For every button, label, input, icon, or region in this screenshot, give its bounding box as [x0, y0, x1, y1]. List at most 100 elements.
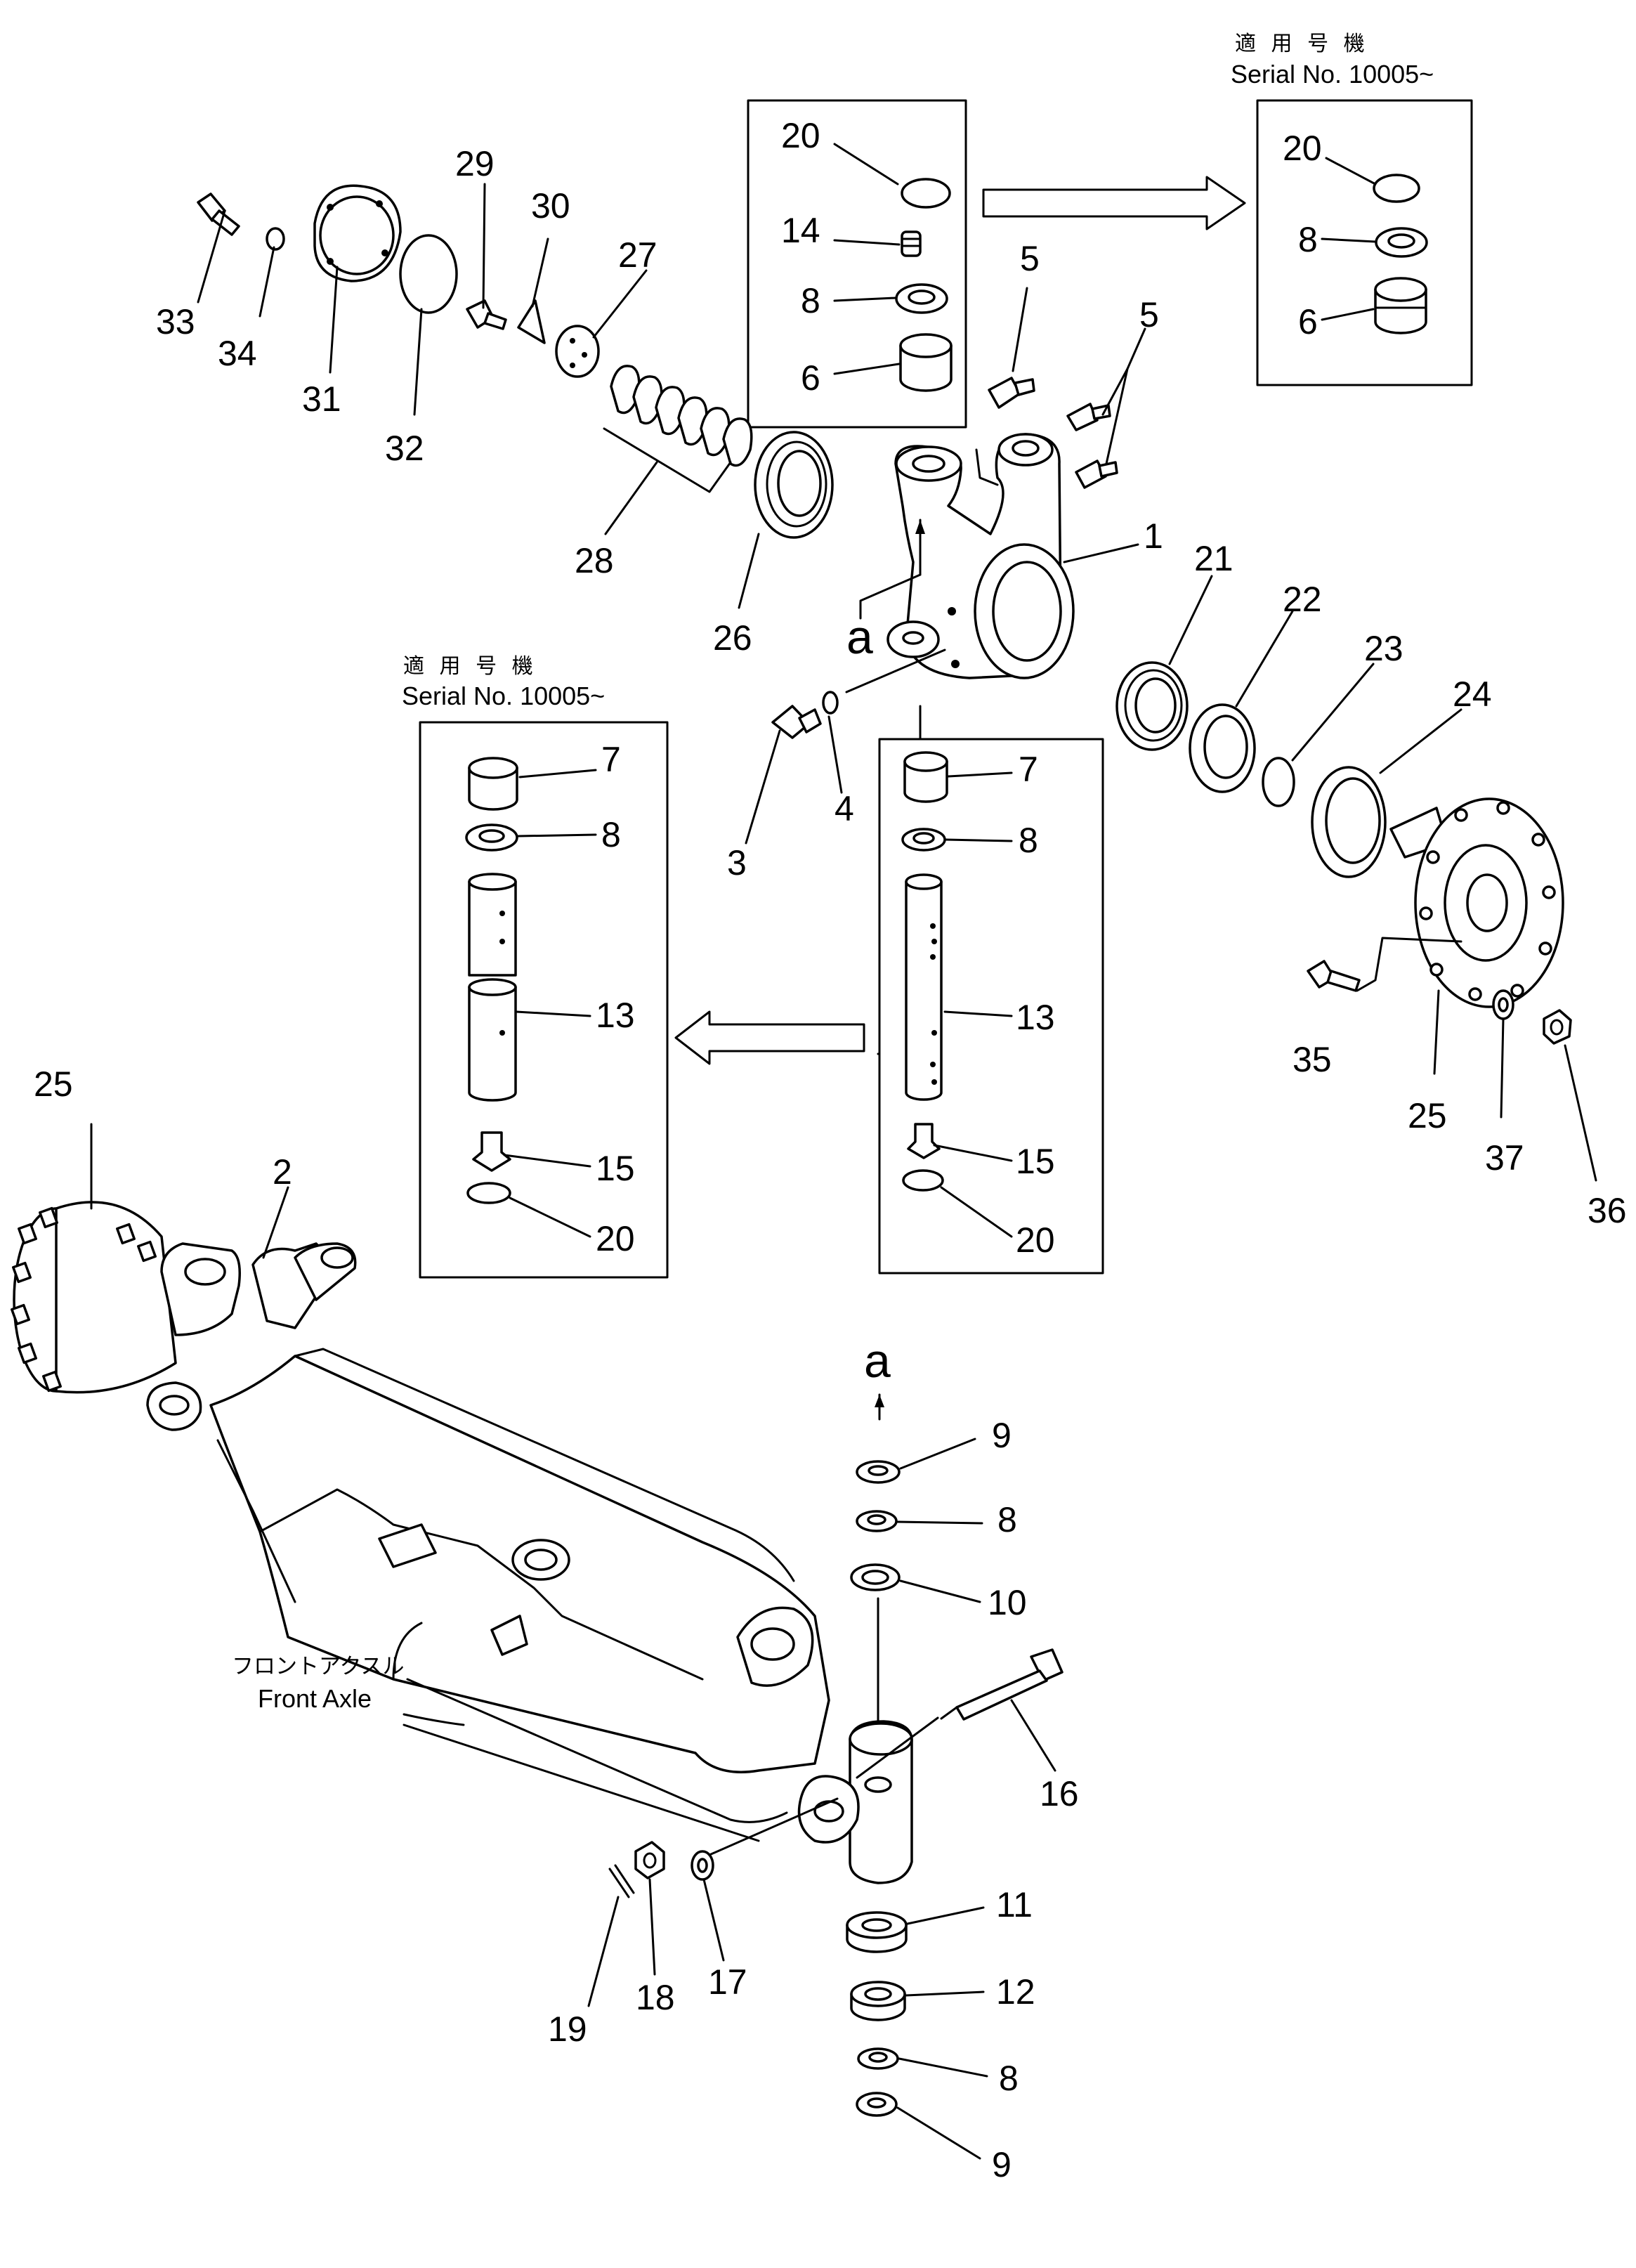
part-29-bolt — [466, 299, 507, 330]
part-27-plate — [555, 325, 600, 378]
part-5-fitting-a — [988, 377, 1035, 409]
callout-11: 11 — [996, 1885, 1033, 1924]
part-35-stud — [1307, 960, 1361, 992]
callout-34: 34 — [218, 334, 257, 373]
part-5-fitting-c — [1075, 460, 1118, 489]
callout-21: 21 — [1194, 539, 1233, 578]
part-23-oring — [1262, 757, 1295, 807]
part-8-seal — [895, 283, 948, 314]
callout-35: 35 — [1293, 1040, 1332, 1079]
label-top-left-14: 14 — [781, 211, 820, 250]
part-11-bushing — [846, 1911, 908, 1953]
part-36-nut — [1543, 1009, 1572, 1045]
part-21-bearing — [1115, 661, 1189, 751]
label-left-15: 15 — [596, 1149, 635, 1188]
callout-24: 24 — [1453, 674, 1492, 714]
part-16-bolt — [940, 1648, 1064, 1721]
part-20-oring — [901, 178, 951, 209]
part-31-cover — [313, 184, 402, 282]
callout-23: 23 — [1364, 629, 1403, 668]
callout-31: 31 — [302, 379, 341, 419]
callout-2: 2 — [273, 1152, 292, 1192]
part-10-shim — [850, 1563, 901, 1591]
part-1-knuckle — [886, 433, 1075, 679]
callout-27: 27 — [618, 235, 657, 275]
part-20-oring-right — [902, 1169, 944, 1192]
label-left-20: 20 — [596, 1219, 635, 1258]
view-label-a-lower: a — [864, 1334, 891, 1388]
callout-25-right: 25 — [1408, 1096, 1447, 1135]
label-left-8: 8 — [601, 815, 621, 854]
label-right-8: 8 — [1019, 821, 1038, 860]
part-8-seal-upper — [856, 1510, 898, 1532]
part-28-shims — [610, 365, 753, 467]
callout-8-lower: 8 — [999, 2059, 1019, 2098]
part-9-bearing-lower — [856, 2092, 898, 2117]
callout-4: 4 — [835, 789, 854, 828]
part-13-pin-left — [468, 873, 517, 1102]
callout-5-b: 5 — [1139, 295, 1159, 334]
part-24-bearing-cup — [1311, 766, 1387, 878]
callout-9-lower: 9 — [992, 2145, 1012, 2184]
callout-26: 26 — [713, 618, 752, 658]
part-6-bushing-serial — [1374, 277, 1427, 334]
label-left-13: 13 — [596, 996, 635, 1035]
part-26-bearing — [754, 431, 834, 539]
label-top-right-6: 6 — [1298, 302, 1318, 341]
part-32-oring — [399, 234, 458, 314]
inset-box-right — [878, 738, 1104, 1275]
part-20-oring-left — [466, 1182, 511, 1204]
part-7-bushing-left — [468, 757, 518, 811]
callout-3: 3 — [727, 843, 747, 882]
part-13-pin-right — [905, 873, 943, 1101]
label-top-right-20: 20 — [1283, 129, 1322, 168]
part-8-seal-right — [901, 828, 946, 852]
part-18-nut — [634, 1841, 665, 1879]
part-8-seal-left — [465, 823, 518, 852]
part-6-bushing — [899, 333, 953, 392]
serial-label-jp-left: 適 用 号 機 — [403, 654, 537, 679]
callout-17: 17 — [708, 1962, 747, 2002]
part-8-seal-serial — [1375, 227, 1428, 258]
part-25-hub — [1389, 797, 1564, 1008]
part-17-washer — [691, 1850, 714, 1881]
inset-box-top-right — [1256, 99, 1473, 386]
part-37-washer — [1492, 989, 1514, 1020]
callout-36: 36 — [1588, 1191, 1627, 1230]
callout-29: 29 — [455, 144, 495, 183]
serial-label-en-right: Serial No. 10005~ — [1231, 60, 1434, 89]
label-right-20: 20 — [1016, 1220, 1055, 1260]
serial-label-jp-right: 適 用 号 機 — [1235, 32, 1369, 56]
part-34-washer — [266, 227, 285, 251]
label-right-15: 15 — [1016, 1142, 1055, 1181]
callout-22: 22 — [1283, 580, 1322, 619]
callout-25-left: 25 — [34, 1064, 73, 1104]
callout-1: 1 — [1144, 516, 1163, 556]
part-9-bearing-upper — [856, 1460, 901, 1484]
part-4-oring — [822, 691, 839, 715]
part-20-oring-serial — [1373, 174, 1420, 203]
label-top-right-8: 8 — [1298, 220, 1318, 259]
view-label-a-upper: a — [846, 611, 873, 664]
label-left-7: 7 — [601, 740, 621, 779]
callout-12: 12 — [996, 1972, 1035, 2012]
label-right-13: 13 — [1016, 998, 1055, 1037]
label-top-left-8: 8 — [801, 281, 820, 320]
callout-9-upper: 9 — [992, 1416, 1012, 1455]
part-30-lock-plate — [517, 299, 546, 344]
callout-8-upper: 8 — [997, 1500, 1017, 1539]
part-3-plug — [771, 705, 822, 739]
inset-box-left — [419, 721, 669, 1279]
part-7-bushing-right — [903, 751, 948, 803]
callout-16: 16 — [1040, 1774, 1079, 1813]
part-14-grease-fitting — [901, 230, 922, 257]
callout-37: 37 — [1485, 1138, 1524, 1178]
part-33-bolt — [197, 193, 240, 236]
callout-30: 30 — [531, 186, 570, 226]
serial-label-en-left: Serial No. 10005~ — [402, 682, 605, 710]
callout-5-a: 5 — [1020, 239, 1040, 278]
arrow-right — [982, 176, 1246, 230]
part-15-grease-fitting-left — [472, 1131, 511, 1172]
label-top-left-20: 20 — [781, 116, 820, 155]
